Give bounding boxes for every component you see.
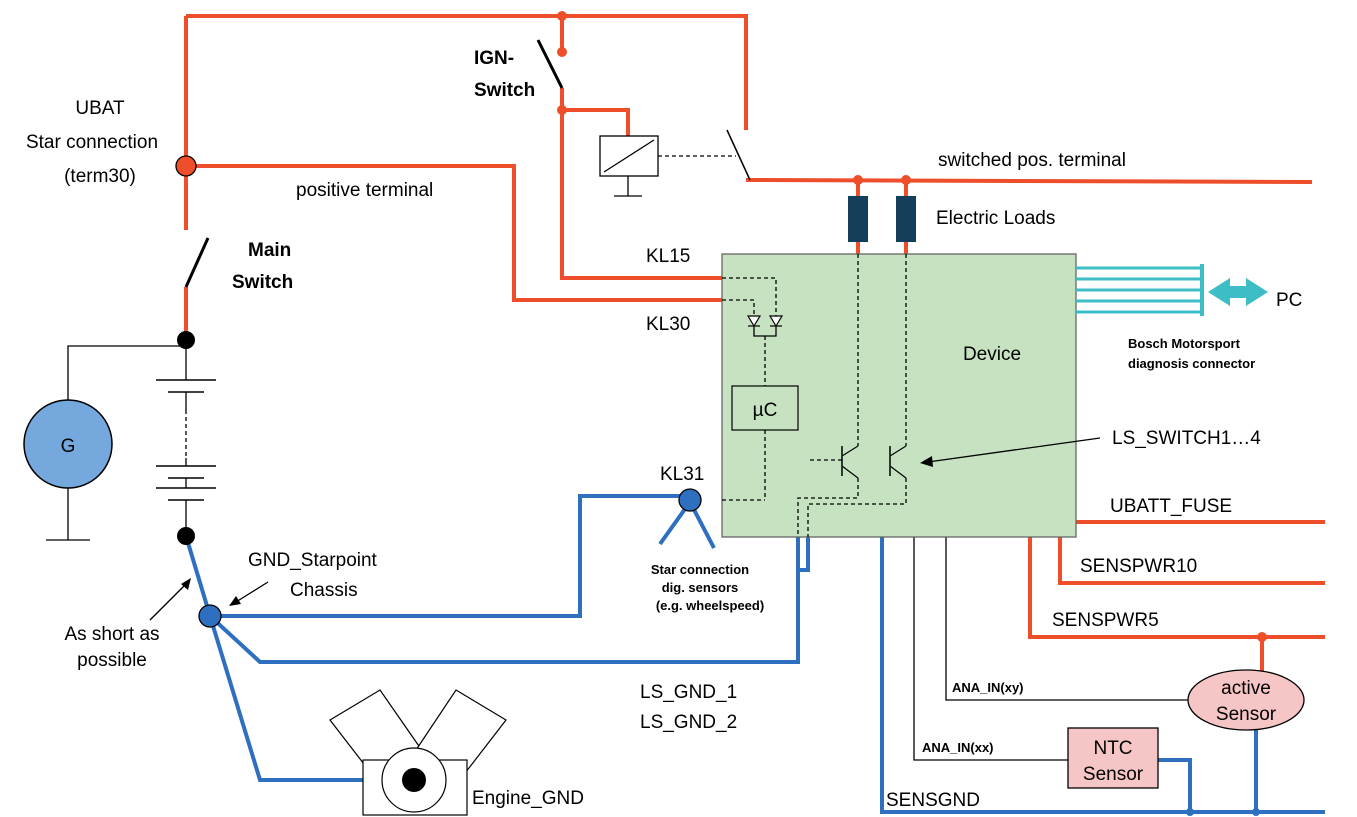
ubat-star-node — [175, 155, 197, 177]
active-sensor — [1187, 669, 1305, 731]
ana-in-xy-label: ANA_IN(xy) — [952, 680, 1024, 695]
generator-icon — [23, 399, 113, 489]
star-dig-sensors-label-1: Star connection — [651, 562, 749, 577]
junction-dot — [1257, 632, 1267, 642]
generator-label: G — [61, 436, 76, 457]
kl31-star-node — [678, 488, 702, 512]
active-sensor-label-1: active — [1221, 678, 1271, 699]
signal-wires — [46, 345, 1188, 761]
kl30-wire — [186, 164, 722, 302]
ls-gnd-2-label: LS_GND_2 — [640, 712, 737, 733]
battery-plus-node — [177, 331, 195, 349]
gnd-starpoint-node — [198, 604, 222, 628]
ntc-gnd-wire — [1158, 758, 1192, 812]
ntc-sensor-label-1: NTC — [1093, 738, 1132, 759]
junction-dot — [853, 175, 863, 185]
ana-in-xx-wire — [913, 537, 1068, 761]
engine-gnd-wire — [208, 615, 408, 782]
ign-switch-label-2: Switch — [474, 80, 535, 101]
positive-terminal-label: positive terminal — [296, 180, 433, 201]
kl30-label: KL30 — [646, 314, 690, 335]
kl15-label: KL15 — [646, 246, 690, 267]
ls-gnd-1-label: LS_GND_1 — [640, 682, 737, 703]
as-short-arrowhead — [181, 578, 191, 590]
ubat-label: UBAT — [75, 98, 125, 119]
device-label: Device — [963, 344, 1021, 365]
battery-gnd-wire — [184, 535, 212, 617]
as-short-label-2: possible — [77, 650, 147, 671]
engine-gnd-label: Engine_GND — [472, 788, 584, 809]
electric-load-1 — [848, 196, 868, 242]
power-wires — [184, 14, 1325, 672]
battery-icon — [156, 346, 216, 536]
star-dig-sensors-label-3: (e.g. wheelspeed) — [656, 598, 764, 613]
gnd-starpoint-label-2: Chassis — [290, 580, 358, 601]
main-switch-label-1: Main — [248, 240, 291, 261]
senspwr5-label: SENSPWR5 — [1052, 610, 1159, 631]
ls-switch-pointer — [927, 437, 1101, 463]
sensgnd-wire — [880, 537, 1325, 814]
main-switch-blade — [184, 237, 210, 288]
kl15-wire — [560, 110, 722, 280]
battery-minus-node — [177, 527, 195, 545]
junction-dot — [1186, 808, 1194, 816]
ntc-sensor-label-2: Sensor — [1083, 764, 1144, 785]
gnd-starpoint-pointer — [235, 581, 269, 603]
ana-in-xx-label: ANA_IN(xx) — [922, 740, 994, 755]
bosch-connector-label-1: Bosch Motorsport — [1128, 336, 1241, 351]
engine-icon — [329, 689, 507, 816]
ntc-sensor — [1067, 727, 1159, 789]
generator-feed-wire — [67, 345, 186, 400]
ls-switch-label: LS_SWITCH1…4 — [1112, 428, 1261, 449]
junction-dot — [557, 105, 567, 115]
junction-dot — [557, 11, 567, 21]
switched-pos-terminal-label: switched pos. terminal — [938, 150, 1126, 171]
main-switch-label-2: Switch — [232, 272, 293, 293]
junction-dot — [901, 175, 911, 185]
relay-contact-blade — [726, 129, 751, 181]
device-internals — [722, 254, 907, 537]
ls-gnd-2-wire — [798, 537, 810, 572]
senspwr10-label: SENSPWR10 — [1080, 556, 1197, 577]
term30-label: (term30) — [64, 166, 136, 187]
ls-gnd-1-wire — [208, 537, 800, 664]
senspwr10-wire — [1058, 537, 1325, 585]
gnd-starpoint-arrowhead — [229, 596, 241, 606]
ground-wires — [184, 494, 1325, 814]
relay-coil-feed-wire — [562, 108, 630, 136]
star-connection-label: Star connection — [26, 132, 158, 153]
kl31-gnd-wire — [210, 494, 690, 618]
star-dig-sensors-label-2: dig. sensors — [662, 580, 739, 595]
active-sensor-label-2: Sensor — [1216, 704, 1277, 725]
diagnosis-connector-icon — [1076, 264, 1204, 316]
junction-dot — [1252, 808, 1260, 816]
electric-load-2 — [896, 196, 916, 242]
junction-dot — [557, 47, 567, 57]
ign-switch-blade — [536, 39, 564, 89]
switched-pos-terminal-wire — [745, 178, 1313, 184]
gnd-starpoint-label-1: GND_Starpoint — [248, 550, 378, 571]
ubatt-fuse-label: UBATT_FUSE — [1110, 496, 1232, 517]
bosch-connector-label-2: diagnosis connector — [1128, 356, 1255, 371]
kl31-label: KL31 — [660, 464, 704, 485]
sensgnd-label: SENSGND — [886, 790, 980, 811]
uc-label: µC — [753, 400, 778, 421]
pc-label: PC — [1276, 290, 1302, 311]
ana-in-xy-wire — [945, 537, 1188, 701]
senspwr5-wire — [1028, 537, 1325, 639]
as-short-pointer — [149, 583, 187, 621]
as-short-label-1: As short as — [64, 624, 159, 645]
top-power-wire — [186, 14, 748, 130]
bidirectional-arrow-icon — [1208, 278, 1268, 306]
relay-icon — [599, 135, 736, 197]
ls-switch-arrowhead — [920, 456, 933, 467]
ign-switch-label-1: IGN- — [474, 48, 514, 69]
electric-loads-label: Electric Loads — [936, 208, 1055, 229]
